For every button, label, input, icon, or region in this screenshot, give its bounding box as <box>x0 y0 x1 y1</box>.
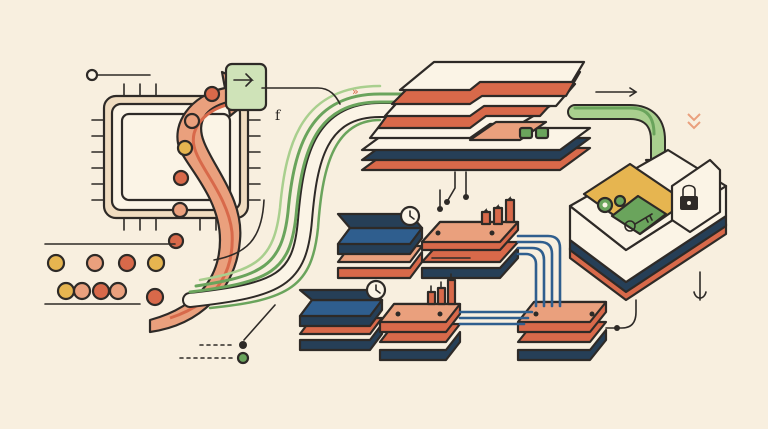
server-unit-orange-lower <box>378 302 462 362</box>
blue-wiring <box>458 234 562 326</box>
connector-top-center: » <box>261 85 359 105</box>
key-icon <box>624 213 653 232</box>
connector-bottom-right <box>605 299 637 331</box>
arrow-guide-head <box>629 87 638 97</box>
connector-right <box>693 271 707 301</box>
server-unit-orange-upper <box>420 220 520 280</box>
token-belt <box>44 243 176 307</box>
stack-down-connectors <box>437 171 469 212</box>
gear-icon <box>596 194 627 214</box>
token-dot-column <box>148 85 221 271</box>
layered-data-stack <box>360 60 592 172</box>
padlock-icon <box>680 184 698 210</box>
upward-arrows-icon <box>426 273 457 306</box>
upward-arrows-icon <box>480 196 516 226</box>
double-chevron-icon <box>687 113 701 130</box>
green-pipeline-lanes <box>182 84 666 310</box>
clock-icon <box>399 205 421 227</box>
small-glyph-label: f <box>275 108 282 124</box>
server-unit-navy-upper <box>336 212 424 280</box>
server-unit-navy-lower <box>298 288 384 352</box>
server-unit-orange-right <box>516 300 608 362</box>
secure-vault <box>568 148 728 302</box>
chevron-marks: » <box>352 85 359 98</box>
clock-icon <box>365 279 387 301</box>
connector-bottom-left <box>179 304 276 365</box>
small-display-box <box>224 62 268 112</box>
connector-top-left <box>85 68 151 82</box>
